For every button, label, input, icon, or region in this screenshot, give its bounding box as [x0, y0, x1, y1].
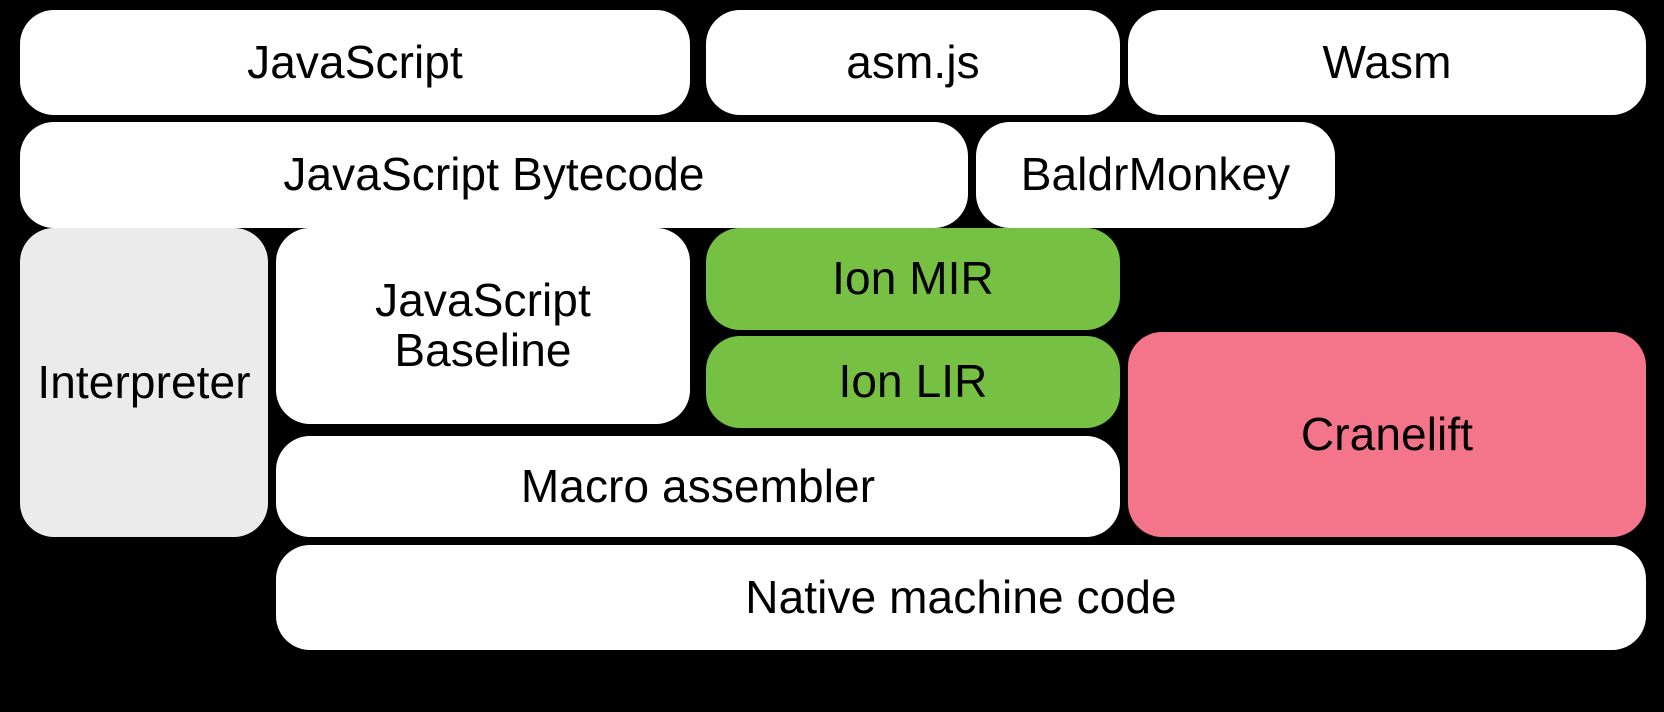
- node-interpreter: Interpreter: [20, 228, 268, 537]
- node-label-wasm: Wasm: [1322, 35, 1452, 88]
- node-ion-mir: Ion MIR: [706, 228, 1120, 330]
- node-label-macro-assembler: Macro assembler: [520, 459, 876, 512]
- node-label-javascript: JavaScript: [247, 35, 463, 88]
- node-javascript-baseline: JavaScript Baseline: [276, 228, 690, 424]
- node-asm-js: asm.js: [706, 10, 1120, 115]
- node-javascript-bytecode: JavaScript Bytecode: [20, 122, 968, 228]
- node-label-ion-lir: Ion LIR: [838, 355, 988, 408]
- node-label-ion-mir: Ion MIR: [832, 252, 994, 305]
- node-javascript: JavaScript: [20, 10, 690, 115]
- node-label-javascript-baseline: JavaScript Baseline: [375, 274, 591, 376]
- node-ion-lir: Ion LIR: [706, 336, 1120, 428]
- node-native-machine-code: Native machine code: [276, 545, 1646, 650]
- node-cranelift: Cranelift: [1128, 332, 1646, 537]
- node-label-baldrmonkey: BaldrMonkey: [1020, 148, 1291, 201]
- node-label-native-machine-code: Native machine code: [745, 570, 1177, 623]
- node-label-cranelift: Cranelift: [1300, 407, 1474, 460]
- node-label-interpreter: Interpreter: [37, 355, 251, 408]
- node-baldrmonkey: BaldrMonkey: [976, 122, 1335, 228]
- node-macro-assembler: Macro assembler: [276, 436, 1120, 537]
- node-wasm: Wasm: [1128, 10, 1646, 115]
- node-label-asm-js: asm.js: [846, 35, 980, 88]
- node-label-javascript-bytecode: JavaScript Bytecode: [283, 148, 705, 201]
